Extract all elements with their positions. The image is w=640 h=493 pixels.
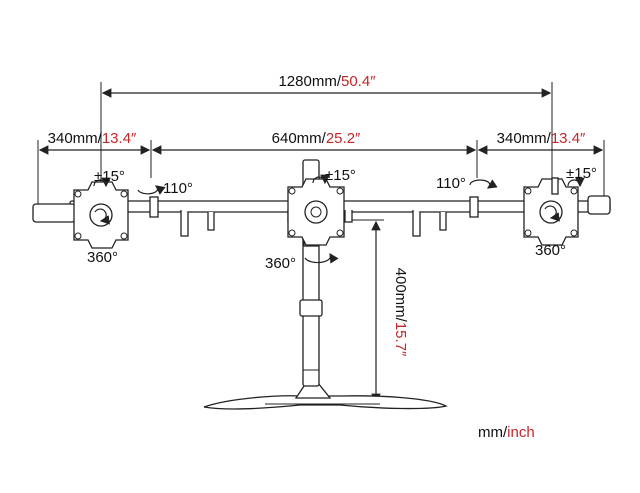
dimension-right-side: 340mm/13.4″ bbox=[477, 130, 605, 198]
rotate-knob-right bbox=[539, 200, 563, 224]
right-side-label: 340mm/13.4″ bbox=[497, 130, 586, 147]
total-width-label: 1280mm/50.4″ bbox=[278, 73, 376, 90]
dimension-height: 400mm/15.7″ bbox=[336, 219, 409, 405]
left-side-label: 340mm/13.4″ bbox=[48, 130, 137, 147]
swivel-arrow-right bbox=[469, 179, 498, 189]
rotate-label-right: 360° bbox=[535, 242, 566, 259]
tilt-arrow-left bbox=[93, 177, 111, 188]
center-label: 640mm/25.2″ bbox=[272, 130, 361, 147]
rotate-knob-left bbox=[89, 203, 113, 227]
dimension-total-width: 1280mm/50.4″ bbox=[100, 73, 553, 200]
vesa-plate-left bbox=[73, 181, 129, 249]
vesa-plate-right bbox=[523, 177, 579, 246]
swivel-label-right: 110° bbox=[436, 175, 466, 192]
units-legend: mm/inch bbox=[478, 424, 535, 441]
swivel-label-left: 110° bbox=[163, 180, 193, 197]
tilt-arrow-right bbox=[567, 177, 585, 188]
tilt-label-left: ±15° bbox=[94, 168, 125, 185]
tilt-label-center: ±15° bbox=[325, 167, 356, 184]
tilt-label-right: ±15° bbox=[566, 165, 597, 182]
dimension-left-side: 340mm/13.4″ bbox=[37, 130, 152, 205]
rotate-label-center: 360° bbox=[265, 255, 296, 272]
rotate-label-left: 360° bbox=[87, 249, 118, 266]
height-label: 400mm/15.7″ bbox=[392, 268, 409, 357]
rotate-knob-center bbox=[304, 200, 328, 224]
rotate-arrow-center bbox=[304, 252, 339, 264]
swivel-arrow-left bbox=[137, 185, 166, 195]
tilt-arrow-center bbox=[312, 174, 330, 185]
stand-base bbox=[203, 382, 448, 410]
vesa-plate-center bbox=[287, 178, 345, 246]
dimension-center: 640mm/25.2″ bbox=[151, 130, 478, 178]
